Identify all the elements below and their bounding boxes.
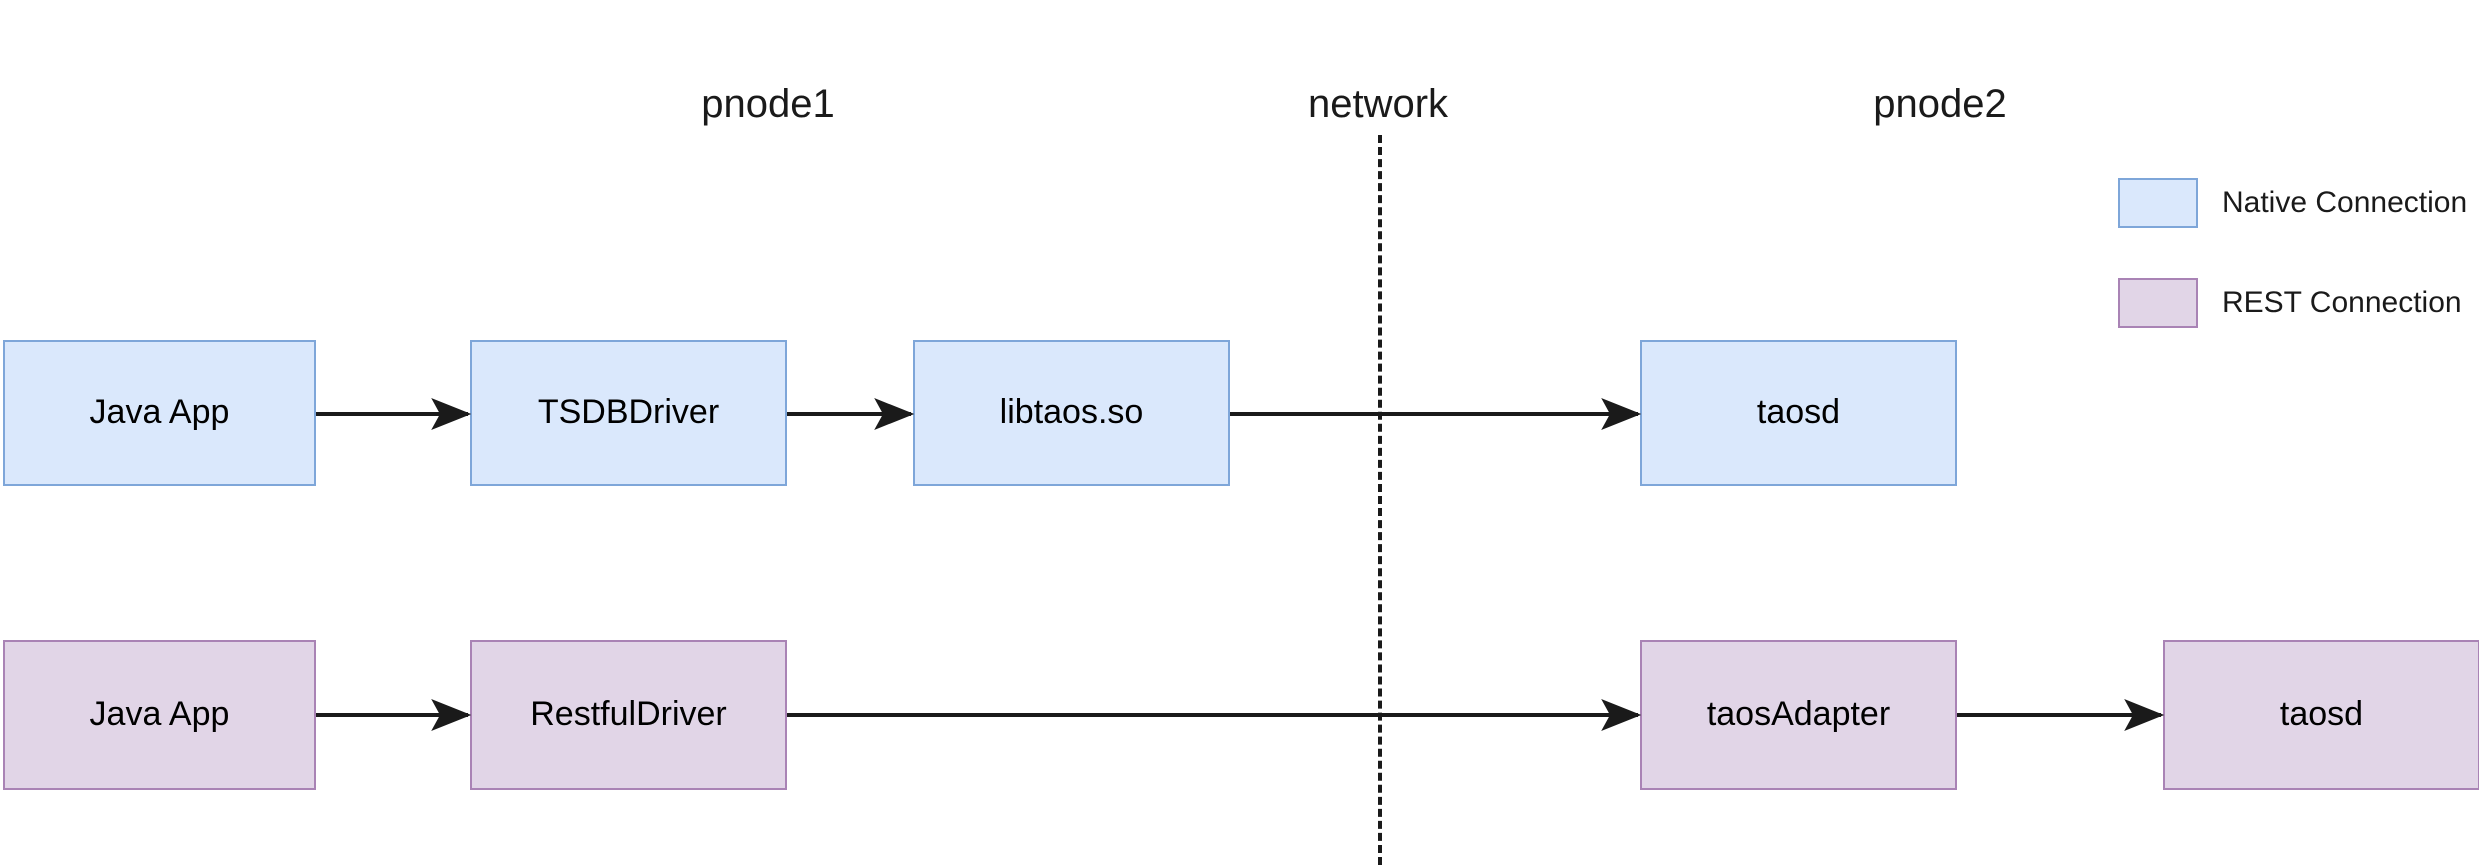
node-rest-java-app[interactable]: Java App (3, 640, 316, 790)
legend-swatch-rest-icon (2118, 278, 2198, 328)
network-divider-line (1378, 135, 1382, 865)
node-native-libtaos-label: libtaos.so (999, 393, 1144, 432)
node-native-tsdbdriver[interactable]: TSDBDriver (470, 340, 787, 486)
legend-label-rest: REST Connection (2222, 286, 2462, 319)
legend-swatch-native-icon (2118, 178, 2198, 228)
legend-label-native: Native Connection (2222, 186, 2468, 219)
node-native-taosd[interactable]: taosd (1640, 340, 1957, 486)
node-rest-taosadapter[interactable]: taosAdapter (1640, 640, 1957, 790)
node-native-taosd-label: taosd (1756, 393, 1841, 432)
node-rest-java-app-label: Java App (89, 695, 230, 734)
node-native-java-app[interactable]: Java App (3, 340, 316, 486)
zone-label-pnode2: pnode2 (1873, 82, 2007, 126)
legend-item-native: Native Connection (2118, 178, 2467, 228)
legend-item-rest: REST Connection (2118, 278, 2462, 328)
node-rest-taosd[interactable]: taosd (2163, 640, 2479, 790)
node-rest-taosd-label: taosd (2279, 695, 2364, 734)
node-rest-restfuldriver-label: RestfulDriver (530, 695, 727, 734)
node-native-java-app-label: Java App (89, 393, 230, 432)
node-native-tsdbdriver-label: TSDBDriver (537, 393, 720, 432)
node-rest-restfuldriver[interactable]: RestfulDriver (470, 640, 787, 790)
zone-label-network: network (1307, 82, 1449, 126)
zone-label-pnode1: pnode1 (701, 82, 835, 126)
node-native-libtaos[interactable]: libtaos.so (913, 340, 1230, 486)
node-rest-taosadapter-label: taosAdapter (1706, 695, 1891, 734)
